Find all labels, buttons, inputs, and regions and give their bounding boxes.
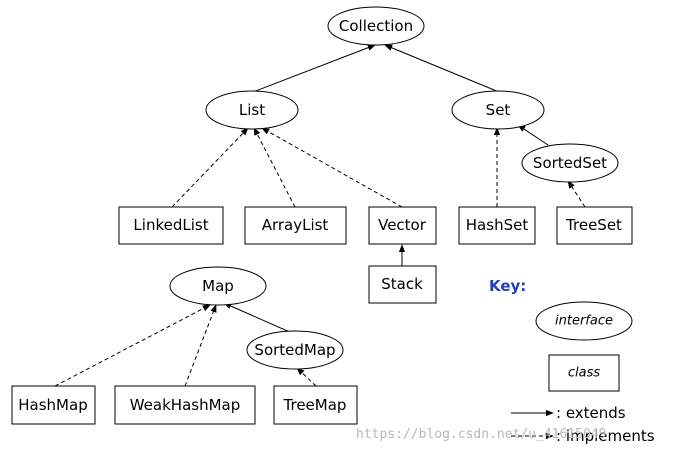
extends-label: : extends <box>556 404 626 422</box>
hashset-label: HashSet <box>466 216 529 234</box>
vector-label: Vector <box>378 216 427 234</box>
treemap-class <box>273 385 358 425</box>
weakhashmap-label: WeakHashMap <box>130 396 241 414</box>
edge-weakhashmap-map <box>184 304 217 387</box>
sortedmap-label: SortedMap <box>254 341 335 359</box>
hashmap-label: HashMap <box>18 396 87 414</box>
edge-sortedset-set <box>517 124 549 146</box>
collection-label: Collection <box>339 17 413 35</box>
sortedset-interface <box>521 143 619 183</box>
sortedmap-interface <box>246 330 344 370</box>
linkedlist-label: LinkedList <box>133 216 208 234</box>
hashset-class <box>458 206 536 245</box>
interface-nodes <box>169 6 633 370</box>
class-nodes <box>11 206 633 425</box>
weakhashmap-class <box>114 385 256 425</box>
arraylist-label: ArrayList <box>262 216 329 234</box>
linkedlist-class <box>118 206 224 245</box>
edge-vector-list <box>261 127 403 208</box>
collection-interface <box>327 6 425 46</box>
key-title: Key: <box>489 277 526 295</box>
key-class-label: class <box>568 366 600 381</box>
edge-sortedmap-map <box>223 302 293 334</box>
edge-set-collection <box>384 44 500 93</box>
sortedset-label: SortedSet <box>533 154 607 172</box>
treemap-label: TreeMap <box>283 396 347 414</box>
key-class-rect <box>548 354 620 392</box>
map-label: Map <box>202 277 234 295</box>
vector-class <box>368 206 437 245</box>
set-interface <box>451 90 545 130</box>
key-legend: Key: interface class : extends : impleme… <box>489 277 655 445</box>
edge-hashmap-map <box>54 304 211 387</box>
edge-treemap-sortedmap <box>296 367 317 387</box>
list-interface <box>205 90 299 130</box>
treeset-class <box>556 206 633 245</box>
key-interface-label: interface <box>555 314 613 329</box>
stack-label: Stack <box>381 275 423 293</box>
set-label: Set <box>486 101 511 119</box>
map-interface <box>169 266 267 306</box>
treeset-label: TreeSet <box>565 216 622 234</box>
edge-arraylist-list <box>253 127 296 208</box>
hashmap-class <box>11 385 96 425</box>
key-interface-ellipse <box>535 301 633 341</box>
stack-class <box>368 265 437 304</box>
list-label: List <box>239 101 265 119</box>
watermark: https://blog.csdn.net/u_41615049 <box>356 427 606 442</box>
arraylist-class <box>244 206 347 245</box>
implements-label: : implements <box>556 427 655 445</box>
edges <box>54 44 586 387</box>
edge-treeset-sortedset <box>567 180 586 208</box>
edge-list-collection <box>252 44 376 93</box>
edge-linkedlist-list <box>171 127 249 208</box>
